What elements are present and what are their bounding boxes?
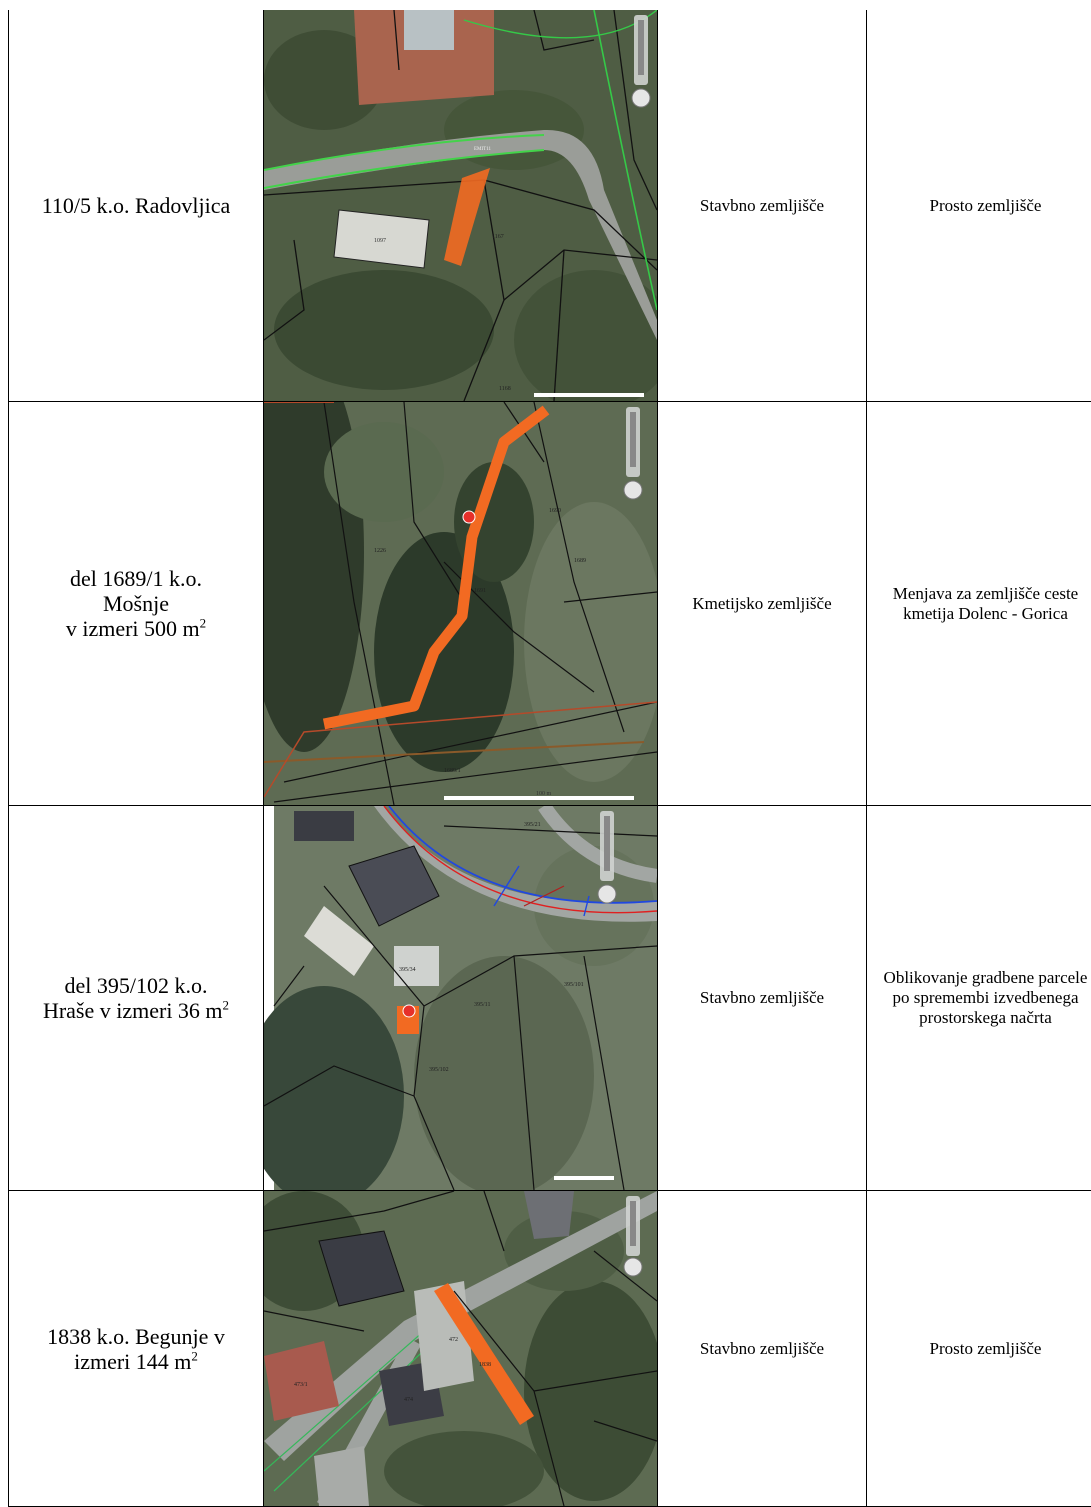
map-label: 473/1 <box>294 1382 308 1388</box>
map-label: 395/11 <box>474 1002 490 1008</box>
map-image: 1097 1167 1168 EMIT11 <box>264 10 657 401</box>
parcel-text: del 395/102 k.o. <box>9 973 263 998</box>
current-use-cell: Kmetijsko zemljišče <box>658 402 867 806</box>
current-use-cell: Stavbno zemljišče <box>658 806 867 1191</box>
map-label: 1226 <box>374 548 386 554</box>
map-cell: 395/21 395/34 395/102 395/11 395/101 <box>264 806 658 1191</box>
parcel-cell: del 1689/1 k.o. Mošnje v izmeri 500 m2 <box>9 402 264 806</box>
map-label: 1689 <box>574 558 586 564</box>
new-use-cell: Prosto zemljišče <box>867 1191 1091 1507</box>
current-use-cell: Stavbno zemljišče <box>658 10 867 402</box>
parcel-table: 110/5 k.o. Radovljica <box>8 10 1091 1507</box>
map-label: EMIT11 <box>474 147 492 152</box>
zoom-control[interactable] <box>598 811 616 903</box>
area-superscript: 2 <box>200 616 207 631</box>
map-label: 472 <box>449 1337 458 1343</box>
new-use-cell: Prosto zemljišče <box>867 10 1091 402</box>
table-row: del 395/102 k.o. Hraše v izmeri 36 m2 <box>9 806 1091 1191</box>
map-label: 1168 <box>499 386 511 392</box>
map-cell: 1097 1167 1168 EMIT11 <box>264 10 658 402</box>
zoom-control[interactable] <box>624 407 642 499</box>
map-label: 1691 <box>474 588 486 594</box>
map-image: 1690 1689 1226 1691 1689/1 100 m <box>264 402 657 805</box>
parcel-text: Hraše v izmeri 36 m <box>43 998 223 1023</box>
map-image: 395/21 395/34 395/102 395/11 395/101 <box>264 806 657 1190</box>
parcel-text: 1838 k.o. Begunje v <box>9 1324 263 1349</box>
parcel-cell: 1838 k.o. Begunje v izmeri 144 m2 <box>9 1191 264 1507</box>
map-label: 1097 <box>374 238 386 244</box>
map-label: 1167 <box>492 234 504 240</box>
map-image: 473/1 472 474 1838 <box>264 1191 657 1506</box>
parcel-cell: del 395/102 k.o. Hraše v izmeri 36 m2 <box>9 806 264 1191</box>
area-superscript: 2 <box>223 998 230 1013</box>
table-row: 110/5 k.o. Radovljica <box>9 10 1091 402</box>
map-label: 395/34 <box>399 967 416 973</box>
parcel-cell: 110/5 k.o. Radovljica <box>9 10 264 402</box>
map-label: 395/21 <box>524 822 541 828</box>
map-label: 395/102 <box>429 1067 449 1073</box>
table-row: 1838 k.o. Begunje v izmeri 144 m2 <box>9 1191 1091 1507</box>
parcel-text: 110/5 k.o. Radovljica <box>9 193 263 218</box>
table-row: del 1689/1 k.o. Mošnje v izmeri 500 m2 <box>9 402 1091 806</box>
parcel-text: Mošnje <box>9 591 263 616</box>
area-superscript: 2 <box>191 1348 198 1363</box>
map-label: 1689/1 <box>444 768 461 774</box>
map-label: 1690 <box>549 508 561 514</box>
map-label: 395/101 <box>564 982 584 988</box>
map-cell: 1690 1689 1226 1691 1689/1 100 m <box>264 402 658 806</box>
parcel-text: v izmeri 500 m <box>66 616 200 641</box>
scale-bar <box>554 1176 614 1180</box>
scale-label: 100 m <box>536 791 552 797</box>
map-label: 1838 <box>479 1362 491 1368</box>
scale-bar <box>534 393 644 397</box>
parcel-text: del 1689/1 k.o. <box>9 566 263 591</box>
new-use-cell: Oblikovanje gradbene parcele po sprememb… <box>867 806 1091 1191</box>
new-use-cell: Menjava za zemljišče ceste kmetija Dolen… <box>867 402 1091 806</box>
parcel-text: izmeri 144 m <box>74 1349 191 1374</box>
map-cell: 473/1 472 474 1838 <box>264 1191 658 1507</box>
zoom-control[interactable] <box>624 1196 642 1276</box>
map-label: 474 <box>404 1397 413 1403</box>
current-use-cell: Stavbno zemljišče <box>658 1191 867 1507</box>
zoom-control[interactable] <box>632 15 650 107</box>
